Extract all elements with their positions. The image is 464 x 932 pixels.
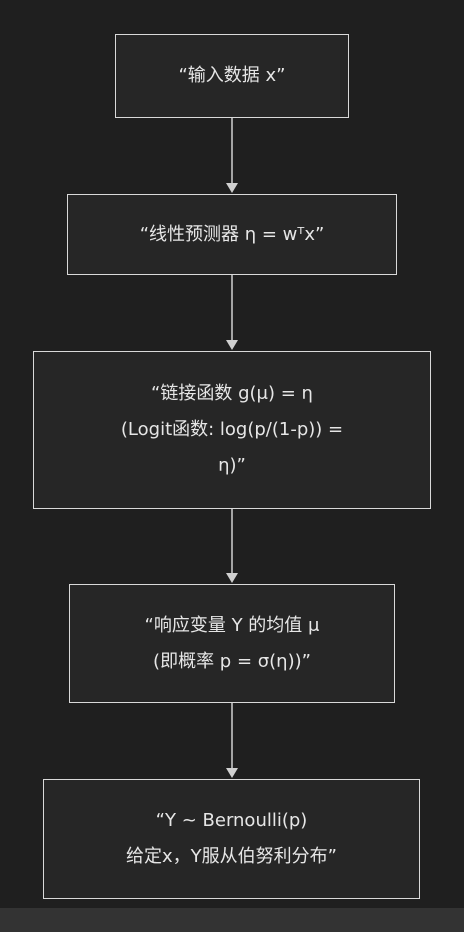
- node-bernoulli-distribution: “Y ~ Bernoulli(p) 给定x，Y服从伯努利分布”: [43, 779, 420, 899]
- node-link-function-line-2: (Logit函数: log(p/(1-p)) =: [120, 419, 344, 440]
- edge-2-3: [226, 275, 238, 350]
- node-input-data: “输入数据 x”: [115, 34, 349, 118]
- node-response-mean-line-1: “响应变量 Y 的均值 μ: [144, 614, 320, 636]
- footer-bar: [0, 908, 464, 932]
- node-input-data-line-1: “输入数据 x”: [178, 65, 286, 86]
- edge-3-4: [226, 509, 238, 583]
- node-link-function: “链接函数 g(μ) = η (Logit函数: log(p/(1-p)) = …: [33, 351, 431, 509]
- node-response-mean-line-2: (即概率 p = σ(η))”: [153, 650, 311, 672]
- node-linear-predictor-line-1: “线性预测器 η = wᵀx”: [139, 223, 325, 245]
- node-linear-predictor: “线性预测器 η = wᵀx”: [67, 194, 397, 275]
- node-response-mean: “响应变量 Y 的均值 μ (即概率 p = σ(η))”: [69, 584, 395, 703]
- node-link-function-line-1: “链接函数 g(μ) = η: [151, 383, 313, 404]
- edge-1-2: [226, 118, 238, 193]
- node-bernoulli-distribution-line-1: “Y ~ Bernoulli(p): [155, 810, 308, 831]
- node-bernoulli-distribution-line-2: 给定x，Y服从伯努利分布”: [126, 846, 337, 867]
- node-link-function-line-3: η)”: [218, 455, 246, 476]
- edge-4-5: [226, 703, 238, 778]
